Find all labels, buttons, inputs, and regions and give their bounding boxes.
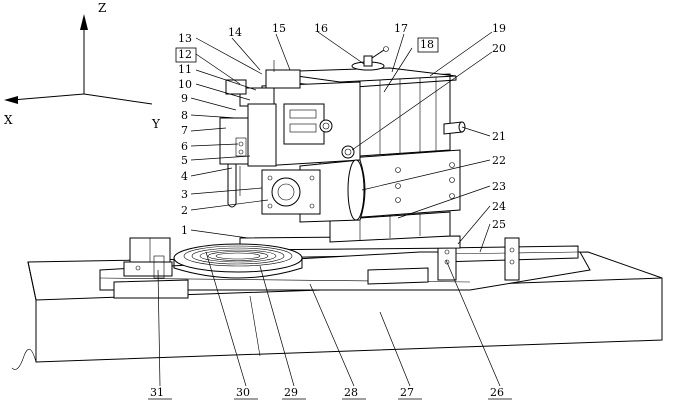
callout-2: 2: [181, 204, 188, 217]
callout-9: 9: [181, 92, 188, 105]
callout-25: 25: [492, 218, 506, 231]
callout-18-box: [417, 37, 439, 53]
callout-5: 5: [181, 154, 188, 167]
leader-lines: [157, 31, 501, 387]
callout-23: 23: [492, 180, 506, 193]
callout-24: 24: [492, 200, 506, 213]
callout-31: 31: [150, 386, 164, 399]
callout-26: 26: [490, 386, 504, 399]
axis-y-label: Y: [151, 117, 161, 131]
callout-11: 11: [178, 63, 192, 76]
callout-4: 4: [181, 170, 188, 183]
callout-30: 30: [236, 386, 250, 399]
callout-7: 7: [181, 124, 188, 137]
callout-6: 6: [181, 140, 188, 153]
callout-29: 29: [284, 386, 298, 399]
callout-28: 28: [344, 386, 358, 399]
linear-rail: [437, 237, 579, 281]
axis-z-label: Z: [98, 1, 106, 15]
callout-16: 16: [314, 22, 328, 35]
callout-18: 18: [420, 38, 434, 51]
head-assembly: [219, 60, 366, 223]
callout-13: 13: [178, 32, 192, 45]
axis-x-label: X: [4, 113, 13, 127]
callout-20: 20: [492, 42, 506, 55]
callout-8: 8: [181, 109, 188, 122]
callout-1: 1: [181, 224, 188, 237]
callout-3: 3: [181, 188, 188, 201]
coordinate-axes: Z X Y: [4, 1, 161, 131]
callouts: 1 2 3 4 5 6 7 8 9 10 11 12 13 14 15 16 1…: [150, 22, 506, 399]
callout-14: 14: [228, 26, 242, 39]
left-fixture: [113, 237, 189, 299]
callout-21: 21: [492, 130, 506, 143]
callout-27: 27: [400, 386, 414, 399]
z-arrow-icon: [80, 14, 88, 30]
callout-19: 19: [492, 22, 506, 35]
callout-10: 10: [178, 78, 192, 91]
callout-22: 22: [492, 154, 506, 167]
callout-12-box: [175, 47, 197, 63]
x-arrow-icon: [4, 96, 18, 104]
callout-12: 12: [178, 48, 192, 61]
callout-17: 17: [394, 22, 408, 35]
callout-15: 15: [272, 22, 286, 35]
grinding-disc: [173, 243, 303, 279]
